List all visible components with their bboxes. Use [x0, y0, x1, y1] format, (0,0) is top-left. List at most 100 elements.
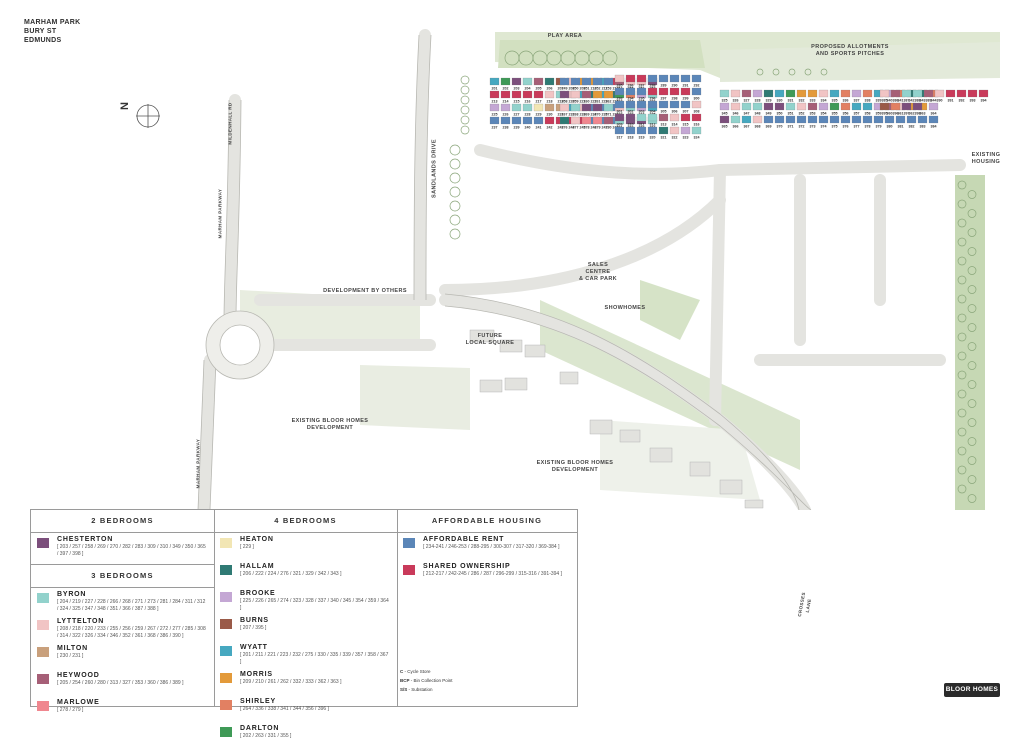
plot-number: 289 [661, 84, 667, 88]
legend-entry-lyttelton: LYTTELTON[ 208 / 218 / 220 / 233 / 255 /… [31, 615, 214, 642]
plot-number: 205 [536, 87, 542, 91]
plot-317: 317 [614, 126, 625, 140]
plot-299: 299 [680, 87, 691, 101]
plot-number: 269 [584, 113, 590, 117]
plot-334: 334 [818, 89, 829, 103]
plot-number: 267 [562, 113, 568, 117]
tree-icon [957, 199, 967, 209]
tree-icon [967, 190, 977, 199]
development-title: MARHAM PARK BURY ST EDMUNDS [24, 18, 80, 45]
plot-number: 288 [650, 84, 656, 88]
label-marham-parkway-bottom: MARHAM PARKWAY [195, 438, 201, 489]
plot-337: 337 [851, 89, 862, 103]
tree-icon [967, 380, 977, 389]
legend-entry-burns: BURNS[ 207 / 395 ] [214, 614, 397, 641]
tree-icon [460, 105, 470, 115]
plot-296: 296 [647, 87, 658, 101]
tree-icon [967, 209, 977, 218]
plot-number: 229 [536, 113, 542, 117]
plot-252: 252 [592, 77, 603, 91]
plot-288: 288 [647, 74, 658, 88]
plot-number: 397 [904, 112, 910, 116]
legend-plot-numbers: [ 264 / 336 / 338 / 341 / 344 / 356 / 39… [240, 706, 329, 712]
plot-number: 215 [514, 100, 520, 104]
legend-entry-morris: MORRIS[ 209 / 210 / 261 / 262 / 332 / 33… [214, 668, 397, 695]
plot-381: 381 [895, 115, 906, 129]
plot-228: 228 [522, 103, 533, 117]
legend-entry-marlowe: MARLOWE[ 278 / 279 ] [31, 696, 214, 723]
plot-number: 386 [893, 99, 899, 103]
plot-number: 311 [639, 123, 645, 127]
plot-356: 356 [840, 102, 851, 116]
plot-270: 270 [592, 103, 603, 117]
tree-icon [820, 68, 828, 76]
plot-number: 327 [744, 99, 750, 103]
legend-house-type-name: HEATON [240, 536, 274, 543]
plot-241: 241 [533, 116, 544, 130]
legend-house-type-name: BROOKE [240, 590, 276, 597]
tree-icon [449, 186, 461, 198]
plot-number: 342 [909, 99, 915, 103]
plot-259: 259 [570, 90, 581, 104]
plot-number: 207 [558, 87, 564, 91]
tree-icon [967, 266, 977, 275]
legend-house-type-name: CHESTERTON [57, 536, 114, 543]
plot-number: 246 [591, 126, 597, 130]
plot-206: 206 [544, 77, 555, 91]
plot-384: 384 [928, 115, 939, 129]
plot-number: 360 [887, 112, 893, 116]
plot-number: 293 [617, 97, 623, 101]
plot-number: 319 [639, 136, 645, 140]
plot-number: 297 [661, 97, 667, 101]
legend-house-type-name: MORRIS [240, 671, 273, 678]
tree-icon [967, 399, 977, 408]
plot-number: 209 [580, 87, 586, 91]
plot-326: 326 [730, 89, 741, 103]
plot-number: 355 [832, 112, 838, 116]
legend-entry-shirley: SHIRLEY[ 264 / 336 / 338 / 341 / 344 / 3… [214, 695, 397, 722]
plot-number: 238 [503, 126, 509, 130]
plot-387: 387 [901, 89, 912, 103]
plot-269: 269 [581, 103, 592, 117]
tree-icon [967, 304, 977, 313]
plot-290: 290 [669, 74, 680, 88]
plot-327: 327 [741, 89, 752, 103]
plot-number: 366 [733, 125, 739, 129]
plot-396: 396 [890, 102, 901, 116]
legend-plot-numbers: [ 212-217 / 242-245 / 286 / 287 / 296-29… [423, 571, 562, 577]
tree-icon [460, 115, 470, 125]
plot-292: 292 [691, 74, 702, 88]
plot-number: 253 [606, 87, 612, 91]
plot-number: 383 [920, 125, 926, 129]
plot-number: 365 [722, 125, 728, 129]
plot-number: 262 [606, 100, 612, 104]
plot-number: 380 [887, 125, 893, 129]
legend-swatch [220, 673, 232, 683]
plot-number: 321 [661, 136, 667, 140]
legend-swatch [220, 646, 232, 656]
legend-plot-numbers: [ 206 / 222 / 224 / 276 / 321 / 329 / 34… [240, 571, 342, 577]
plot-261: 261 [592, 90, 603, 104]
title-line-2: BURY ST [24, 28, 57, 35]
plot-391: 391 [945, 89, 956, 103]
plot-368: 368 [752, 115, 763, 129]
plot-285: 285 [614, 74, 625, 88]
label-existing-bloor-left: EXISTING BLOOR HOMES DEVELOPMENT [291, 418, 369, 431]
plot-number: 351 [788, 112, 794, 116]
plot-number: 241 [536, 126, 542, 130]
plot-302: 302 [625, 100, 636, 114]
legend-entry-shared-ownership: SHARED OWNERSHIP[ 212-217 / 242-245 / 28… [397, 560, 577, 587]
plot-number: 367 [744, 125, 750, 129]
existing-houses [469, 329, 764, 509]
plot-398: 398 [912, 102, 923, 116]
tree-icon [460, 95, 470, 105]
plot-250: 250 [570, 77, 581, 91]
plot-213: 213 [489, 90, 500, 104]
plot-310: 310 [625, 113, 636, 127]
label-existing-housing: EXISTING HOUSING [971, 152, 1001, 165]
plot-number: 228 [525, 113, 531, 117]
plot-number: 326 [733, 99, 739, 103]
plot-320: 320 [647, 126, 658, 140]
plot-number: 219 [558, 100, 564, 104]
plot-number: 385 [882, 99, 888, 103]
